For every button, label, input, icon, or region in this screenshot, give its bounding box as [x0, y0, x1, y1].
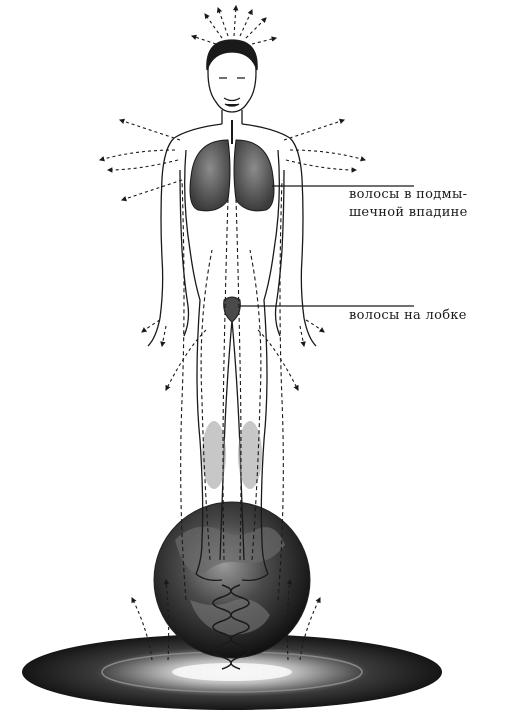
armpit-hair-label-line2: шечной впадине [349, 204, 468, 221]
pubic-region [224, 297, 241, 322]
knee-texture [202, 421, 262, 489]
lungs [190, 120, 274, 211]
earth-globe [154, 502, 310, 658]
armpit-hair-label-line1: волосы в подмы- [349, 186, 467, 203]
pubic-hair-label: волосы на лобке [349, 307, 467, 324]
